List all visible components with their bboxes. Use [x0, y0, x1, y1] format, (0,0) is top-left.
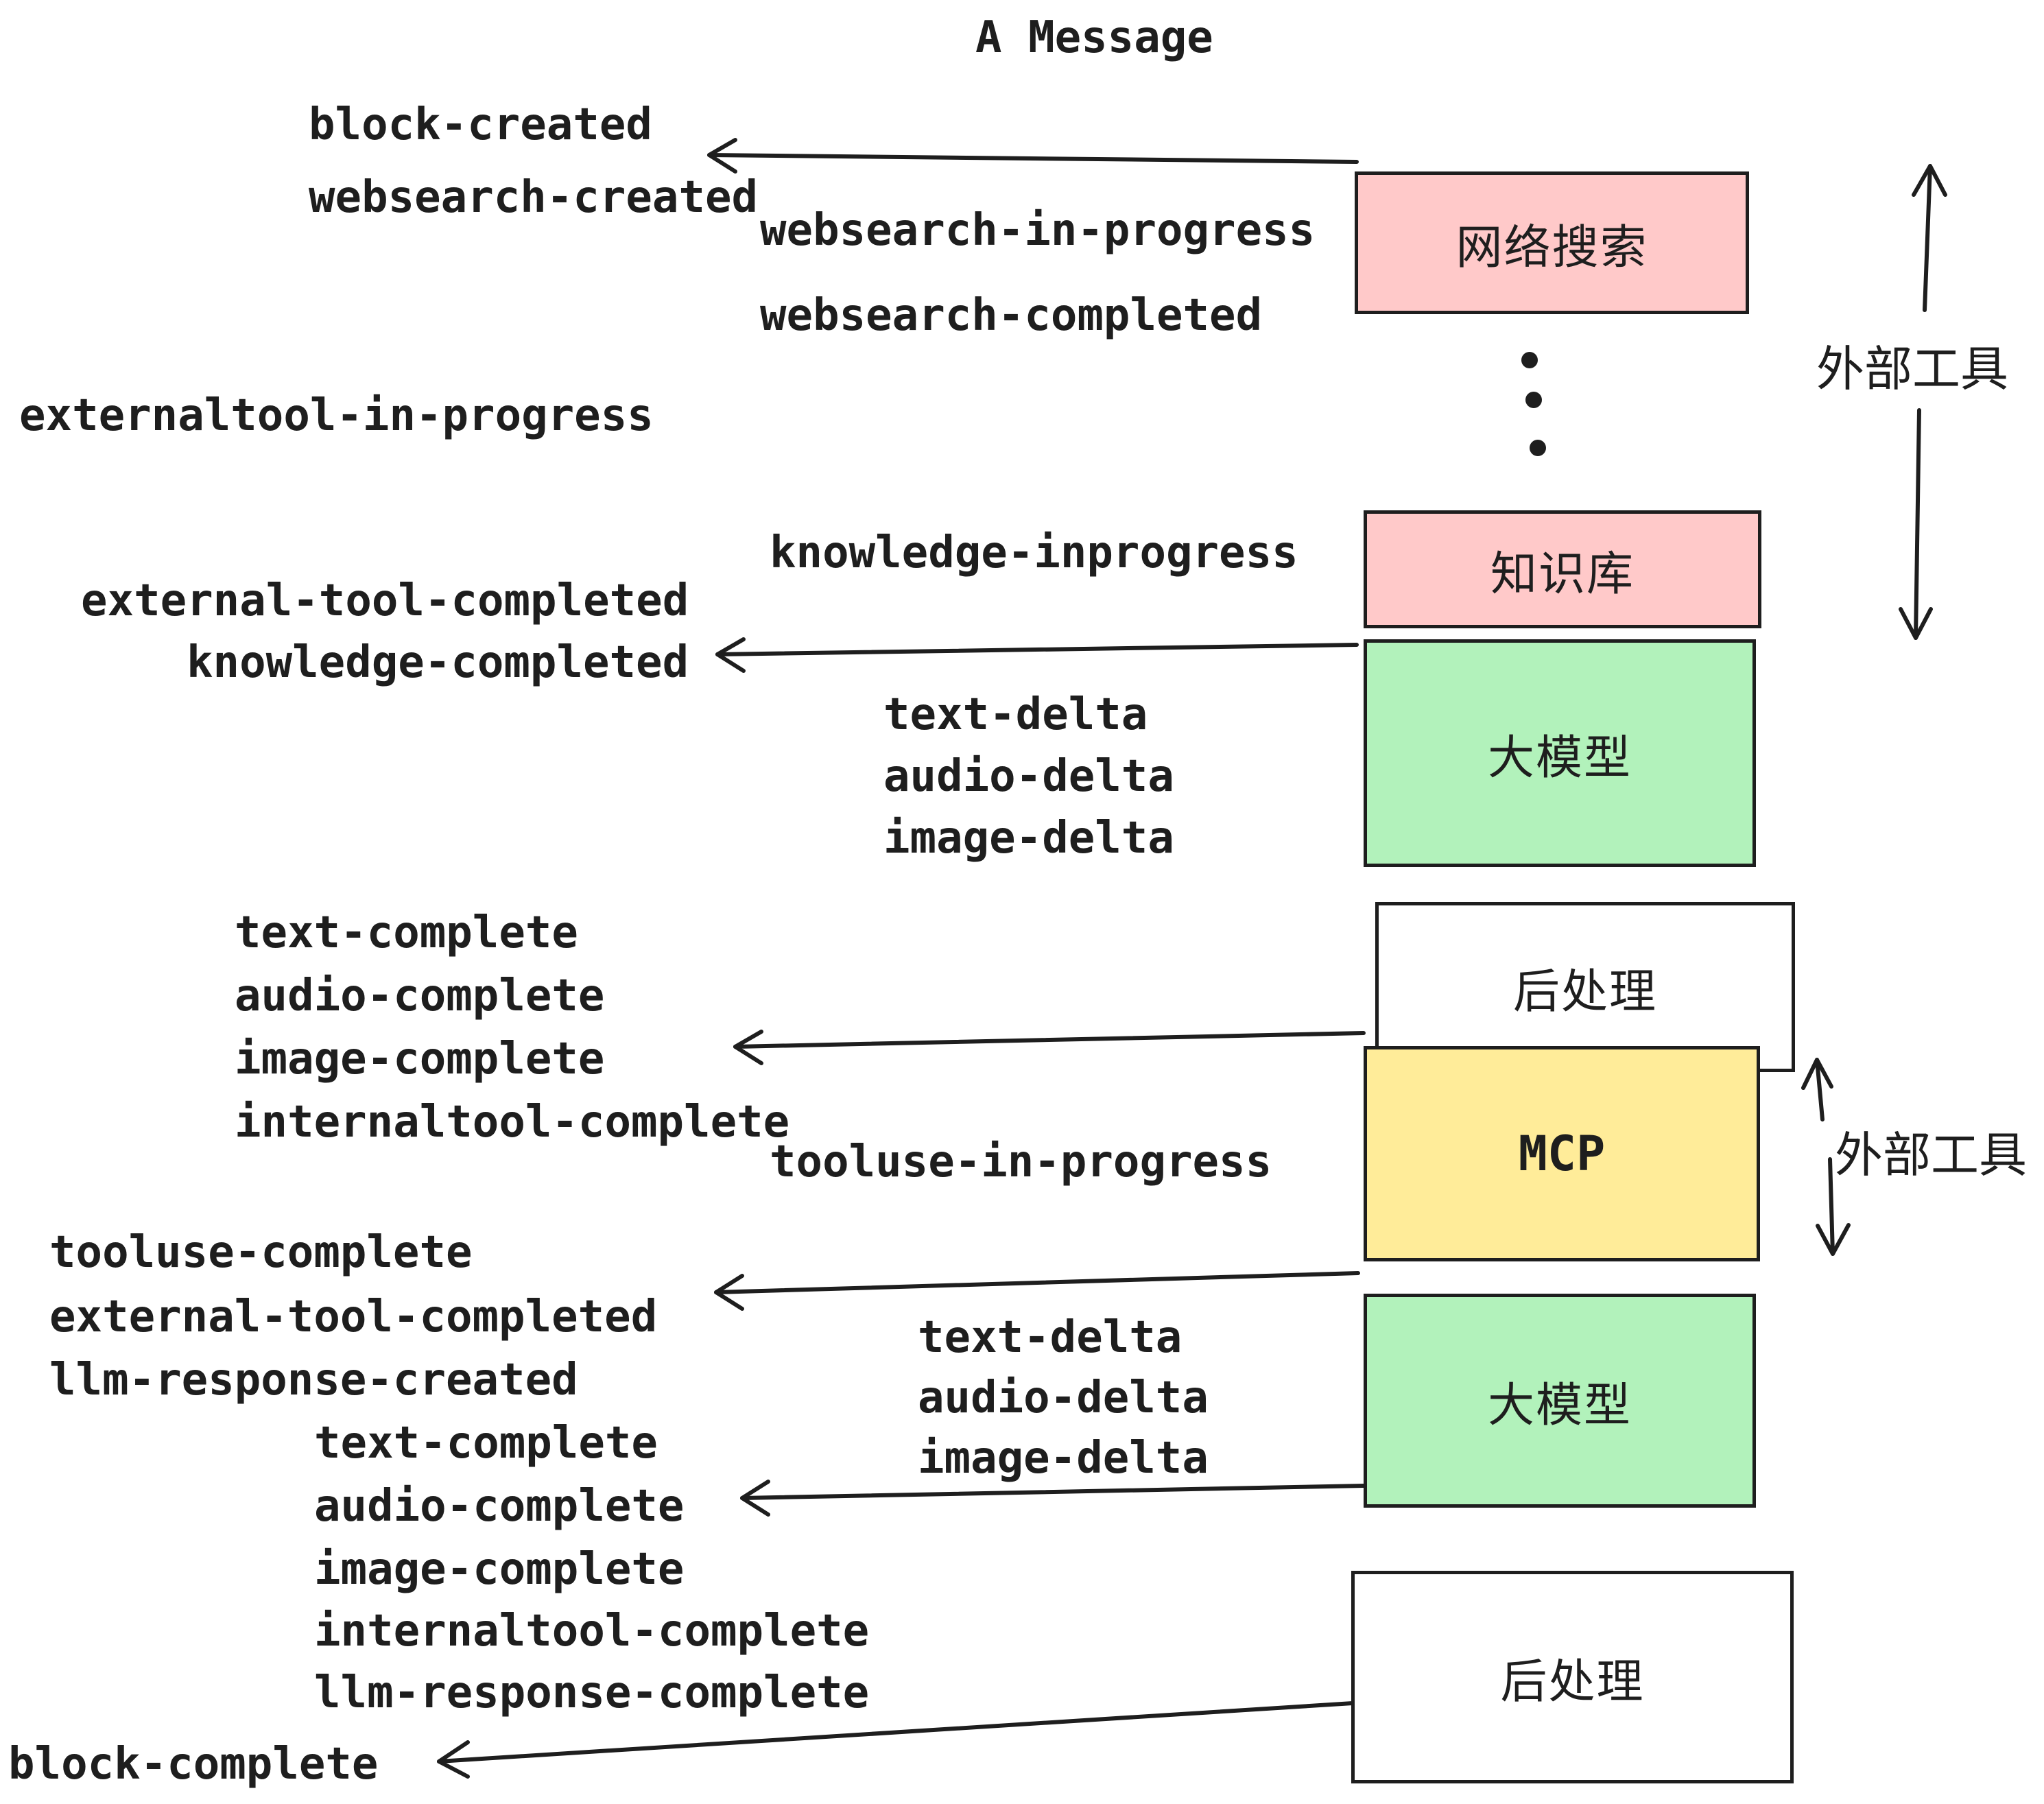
- external-tools-top-up-arrow: [1912, 164, 1947, 312]
- diagram-title: A Message: [975, 12, 1213, 63]
- event-image-complete-2: image-complete: [314, 1544, 685, 1595]
- node-llm-2-label: 大模型: [1487, 1378, 1632, 1433]
- arrow-to-external-tool-completed: [714, 1271, 1360, 1311]
- node-mcp-label: MCP: [1518, 1126, 1606, 1182]
- arrow-to-image-complete: [733, 1030, 1366, 1065]
- event-internaltool-complete-1: internaltool-complete: [235, 1097, 790, 1148]
- event-llm-response-complete: llm-response-complete: [314, 1667, 870, 1718]
- event-audio-delta-2: audio-delta: [918, 1373, 1209, 1423]
- event-external-tool-completed-2: external-tool-completed: [49, 1292, 658, 1342]
- event-knowledge-inprogress: knowledge-inprogress: [770, 527, 1298, 578]
- event-websearch-completed: websearch-completed: [760, 290, 1263, 341]
- external-tools-top-label: 外部工具: [1816, 341, 2008, 397]
- event-image-complete-1: image-complete: [235, 1034, 605, 1084]
- event-image-delta-2: image-delta: [918, 1433, 1209, 1484]
- event-internaltool-complete-2: internaltool-complete: [314, 1606, 870, 1657]
- external-tools-mcp-up-arrow: [1801, 1058, 1833, 1121]
- external-tools-top-down-arrow: [1899, 408, 1933, 640]
- event-block-complete: block-complete: [8, 1739, 379, 1790]
- event-externaltool-in-progress: externaltool-in-progress: [19, 390, 654, 441]
- event-websearch-created: websearch-created: [309, 172, 759, 223]
- event-tooluse-complete: tooluse-complete: [49, 1227, 473, 1278]
- event-audio-complete-1: audio-complete: [235, 971, 605, 1021]
- node-websearch: 网络搜索: [1355, 171, 1749, 314]
- arrow-to-knowledge-completed: [715, 637, 1359, 673]
- arrow-to-websearch-created: [707, 138, 1359, 174]
- event-websearch-in-progress: websearch-in-progress: [760, 205, 1316, 256]
- event-block-created: block-created: [309, 99, 652, 150]
- node-llm-2: 大模型: [1364, 1294, 1756, 1508]
- event-llm-response-created: llm-response-created: [49, 1355, 578, 1405]
- external-tools-mcp-label: 外部工具: [1835, 1127, 2027, 1183]
- node-llm-1: 大模型: [1364, 639, 1756, 867]
- node-postprocess-2-label: 后处理: [1500, 1654, 1645, 1709]
- event-image-delta-1: image-delta: [883, 813, 1174, 864]
- node-knowledge-base: 知识库: [1364, 510, 1761, 628]
- event-text-delta-1: text-delta: [883, 689, 1148, 740]
- event-text-complete-1: text-complete: [235, 907, 578, 958]
- node-postprocess-2: 后处理: [1351, 1571, 1794, 1783]
- event-audio-delta-1: audio-delta: [883, 751, 1174, 802]
- event-text-complete-2: text-complete: [314, 1418, 658, 1469]
- node-websearch-label: 网络搜索: [1455, 220, 1648, 275]
- event-tooluse-in-progress: tooluse-in-progress: [770, 1137, 1272, 1187]
- event-knowledge-completed: knowledge-completed: [187, 637, 689, 688]
- node-postprocess-1-label: 后处理: [1512, 964, 1657, 1019]
- node-llm-1-label: 大模型: [1487, 731, 1632, 785]
- arrow-to-audio-complete: [740, 1480, 1366, 1517]
- event-external-tool-completed-1: external-tool-completed: [81, 575, 689, 626]
- node-knowledge-base-label: 知识库: [1490, 547, 1635, 602]
- event-text-delta-2: text-delta: [918, 1312, 1183, 1363]
- event-audio-complete-2: audio-complete: [314, 1481, 685, 1532]
- ellipsis-dots-icon: [1521, 352, 1546, 456]
- node-mcp: MCP: [1364, 1046, 1760, 1261]
